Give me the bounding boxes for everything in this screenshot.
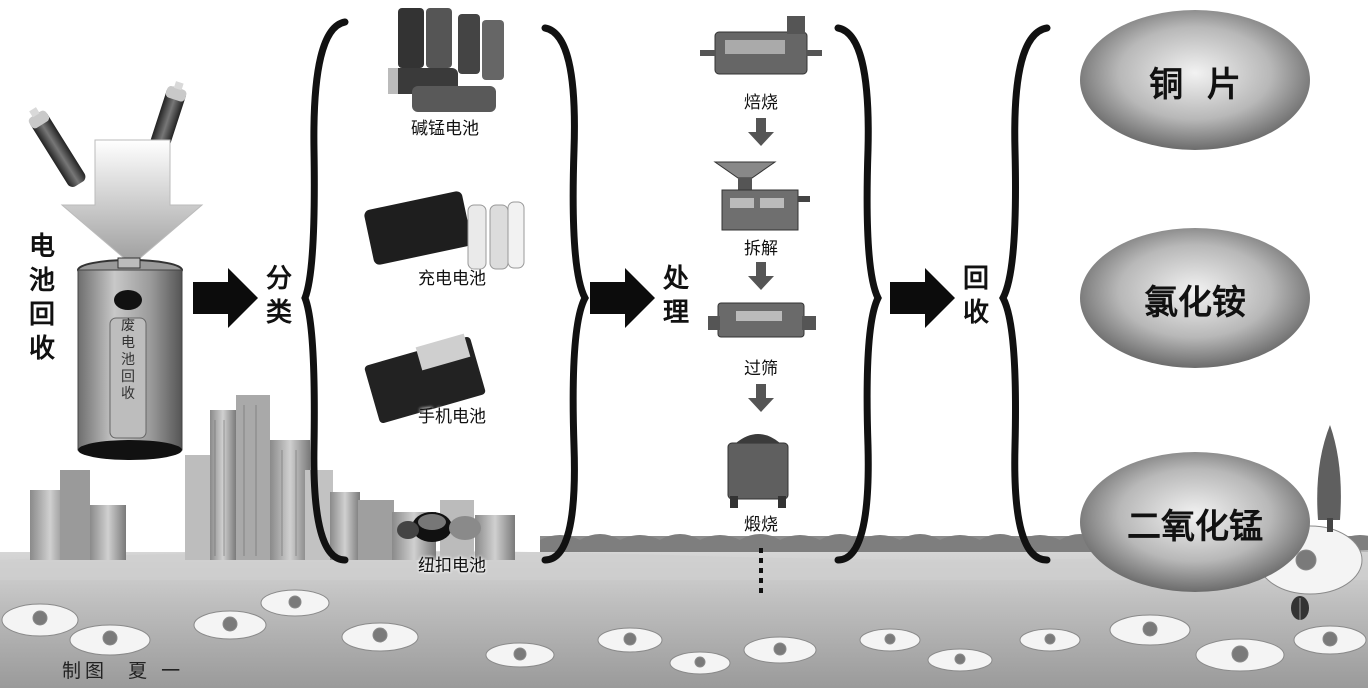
product-ammonium-chloride: 氯化铵 xyxy=(1085,275,1305,324)
collection-label: 电池回收 xyxy=(22,230,62,366)
funnel-arrow-icon xyxy=(62,140,202,265)
sort-label: 分类 xyxy=(259,262,299,330)
dismantling-machine-icon xyxy=(715,162,810,230)
sieving-machine-icon xyxy=(708,303,816,337)
process-label: 处理 xyxy=(656,262,696,330)
process-step-dismantle: 拆解 xyxy=(711,234,811,259)
process-step-roast: 焙烧 xyxy=(711,88,811,113)
roasting-machine-icon xyxy=(700,16,822,74)
battery-type-rechargeable: 充电电池 xyxy=(392,264,512,289)
process-step-sieve: 过筛 xyxy=(711,354,811,379)
battery-type-button: 纽扣电池 xyxy=(392,551,512,576)
product-manganese-dioxide: 二氧化锰 xyxy=(1085,499,1305,548)
alkaline-battery-icon xyxy=(388,8,504,112)
battery-type-alkaline: 碱锰电池 xyxy=(385,114,505,139)
battery-type-phone: 手机电池 xyxy=(392,402,512,427)
rechargeable-battery-icon xyxy=(363,190,524,269)
process-step-calcine: 煅烧 xyxy=(711,510,811,535)
bin-label: 废电池回收 xyxy=(116,318,140,403)
recover-label: 回收 xyxy=(956,262,996,330)
product-copper: 铜 片 xyxy=(1085,57,1305,106)
credit-line: 制图 夏 一 xyxy=(62,656,184,683)
cypress-tree xyxy=(1317,425,1341,532)
calcining-furnace-icon xyxy=(728,434,788,508)
ladybug-icon xyxy=(1291,596,1309,620)
